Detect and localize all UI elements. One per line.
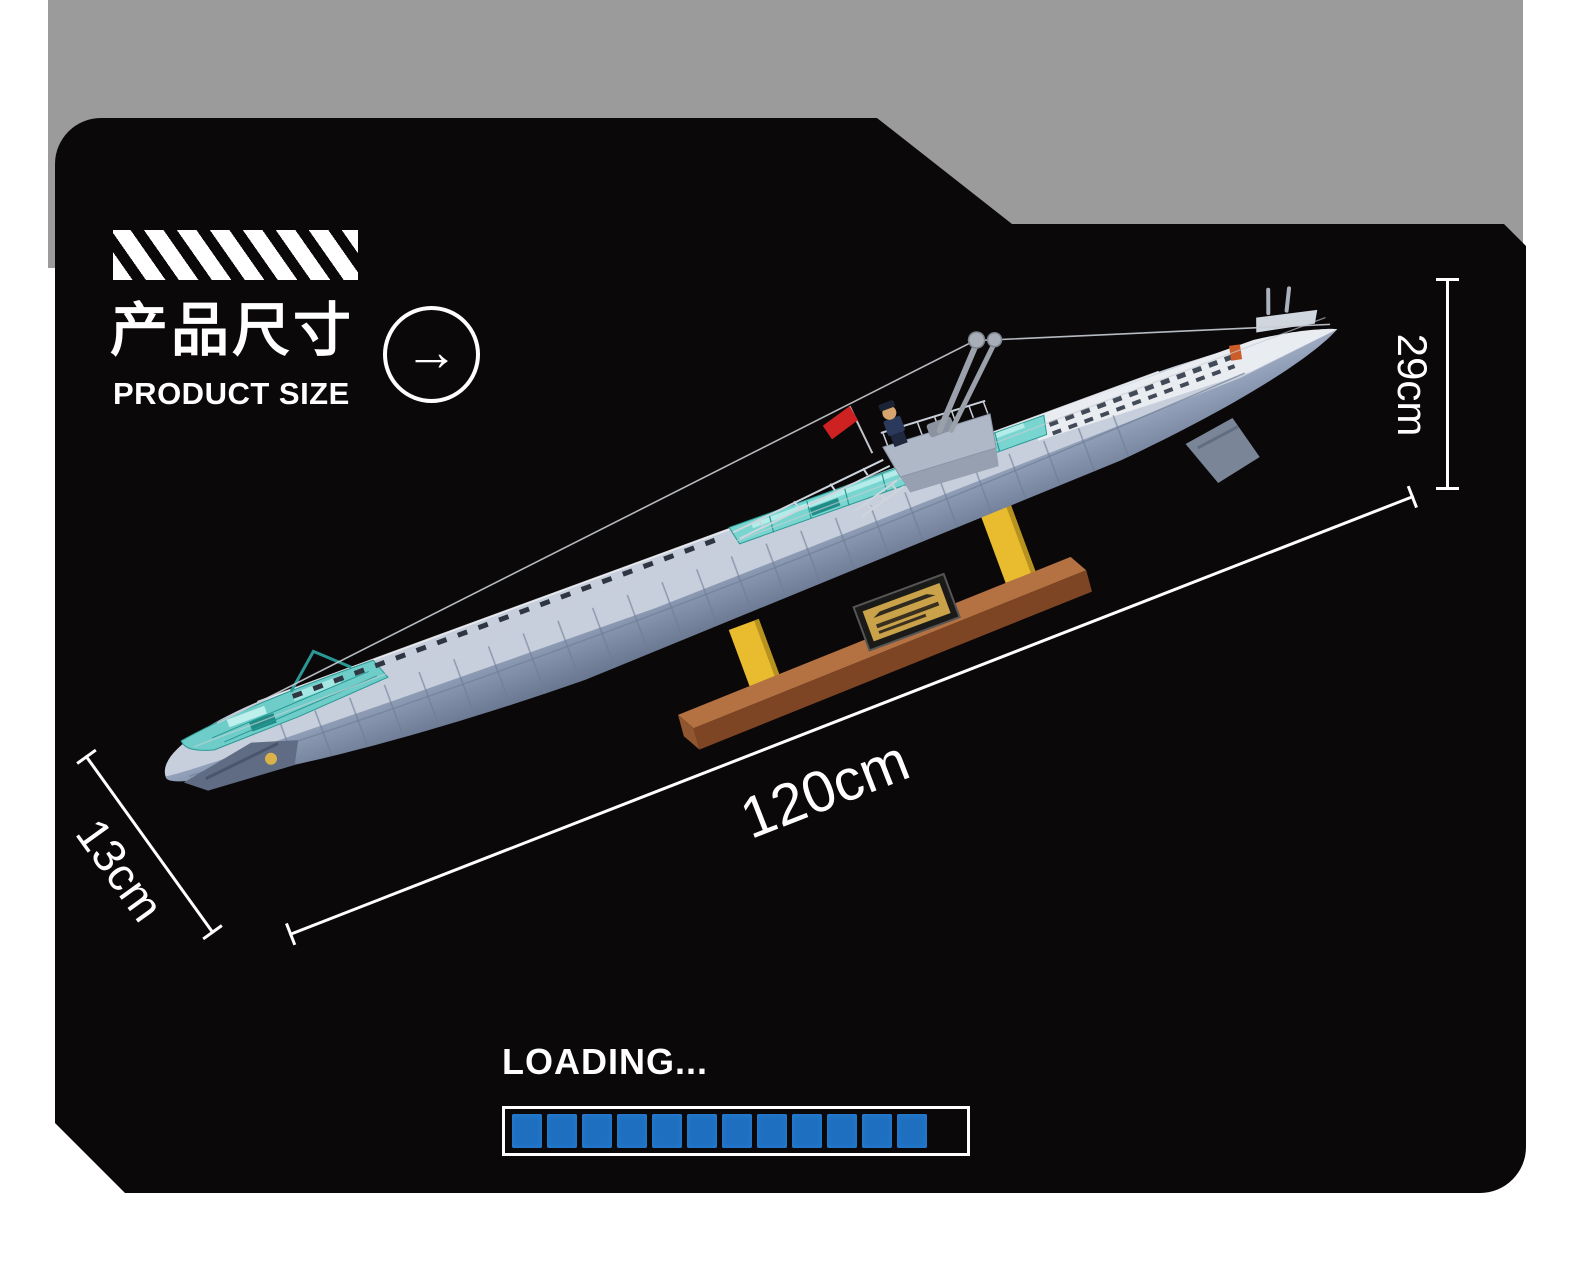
progress-bar [502, 1106, 970, 1156]
progress-segment [582, 1114, 612, 1148]
stern-fins [183, 740, 299, 791]
height-measure-line [1436, 278, 1459, 490]
red-flag [822, 405, 874, 454]
progress-segment [897, 1114, 927, 1148]
sailor-minifigure [878, 400, 908, 448]
progress-segment [617, 1114, 647, 1148]
stand-nameplate [852, 572, 961, 652]
progress-segment [792, 1114, 822, 1148]
right-arrow-icon: → [404, 321, 459, 382]
progress-segment [862, 1114, 892, 1148]
progress-segment [722, 1114, 752, 1148]
loading-label: LOADING... [502, 1041, 708, 1082]
progress-segment [757, 1114, 787, 1148]
page-title-chinese: 产品尺寸 [110, 298, 355, 363]
progress-segment [827, 1114, 857, 1148]
hazard-stripes-icon [113, 230, 358, 280]
progress-segment [687, 1114, 717, 1148]
black-card [55, 118, 1526, 1193]
progress-segment [547, 1114, 577, 1148]
rudder-fin [1185, 418, 1260, 484]
progress-segment [512, 1114, 542, 1148]
progress-segment [652, 1114, 682, 1148]
page-title-english: PRODUCT SIZE [113, 376, 350, 411]
submarine-product-image [164, 286, 1338, 800]
arrow-circle-icon: → [383, 306, 480, 403]
height-dimension-label: 29cm [1389, 333, 1436, 437]
